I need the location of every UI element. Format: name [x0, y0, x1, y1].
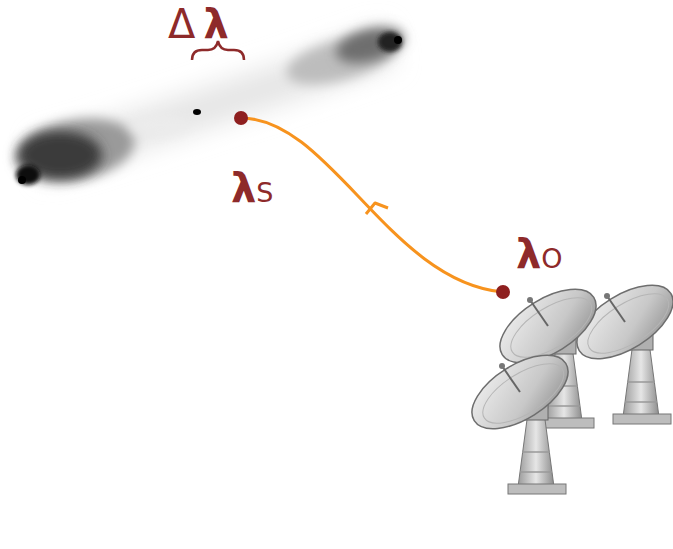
source-wavelength: λS	[231, 168, 273, 208]
arrowhead	[366, 203, 388, 214]
observed-wavelength: λO	[516, 234, 563, 274]
telescope-array	[460, 270, 673, 494]
radio-galaxy	[11, 20, 408, 189]
wavelength-shift: Δλ	[168, 4, 229, 44]
light-path	[241, 118, 503, 292]
observer-dot	[496, 285, 510, 299]
core-dot	[193, 109, 201, 115]
source-dot	[234, 111, 248, 125]
